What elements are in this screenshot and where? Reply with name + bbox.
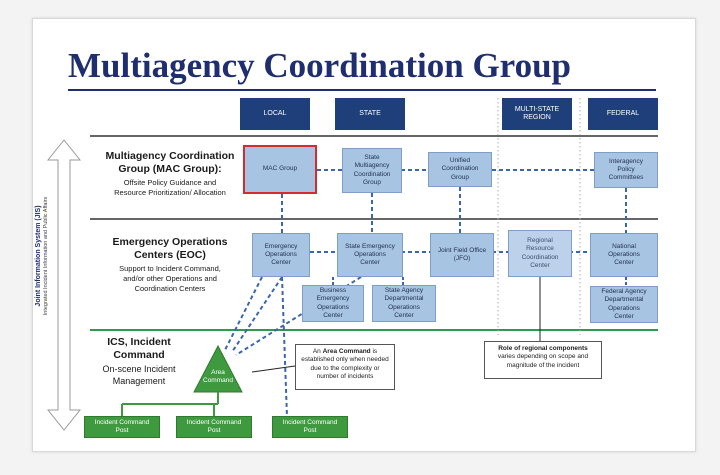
icp-left: Incident Command Post — [84, 416, 160, 438]
area-command-label: Area Command — [203, 369, 233, 384]
node-state-eoc: State Emergency Operations Center — [337, 233, 403, 277]
icp-middle: Incident Command Post — [176, 416, 252, 438]
page-title: Multiagency Coordination Group — [68, 46, 572, 85]
row-label-eoc: Emergency Operations Centers (EOC) Suppo… — [112, 236, 228, 293]
link-eoc-area-1 — [223, 276, 263, 353]
header-local: LOCAL — [240, 98, 310, 130]
icp-right: Incident Command Post — [272, 416, 348, 438]
row-label-ics: ICS, Incident Command On-scene Incident … — [102, 336, 176, 386]
link-eoc-icp — [281, 276, 288, 418]
node-federal-agency-doc: Federal Agency Departmental Operations C… — [590, 286, 658, 323]
jis-side-label: Joint Information System (JIS) Integrate… — [35, 196, 49, 316]
node-business-eoc: Business Emergency Operations Center — [302, 285, 364, 322]
node-local-eoc: Emergency Operations Center — [252, 233, 310, 277]
node-unified-coordination-group: Unified Coordination Group — [428, 152, 492, 187]
area-command-callout: An Area Command is established only when… — [295, 344, 395, 390]
node-interagency-policy-committees: Interagency Policy Committees — [594, 152, 658, 188]
jis-arrow — [46, 139, 82, 431]
node-national-operations-center: National Operations Center — [590, 233, 658, 277]
link-eoc-area-2 — [231, 276, 283, 353]
node-mac-group: MAC Group — [243, 145, 317, 194]
area-callout-link — [251, 365, 296, 373]
header-multi-state-region: MULTI-STATE REGION — [502, 98, 572, 130]
node-joint-field-office: Joint Field Office (JFO) — [430, 233, 494, 277]
node-regional-resource-coordination-center: Regional Resource Coordination Center — [508, 230, 572, 277]
title-underline — [68, 89, 656, 91]
row-label-mac: Multiagency Coordination Group (MAC Grou… — [105, 150, 235, 197]
node-state-mac-group: State Multiagency Coordination Group — [342, 148, 402, 193]
header-state: STATE — [335, 98, 405, 130]
node-state-agency-doc: State Agency Departmental Operations Cen… — [372, 285, 436, 322]
header-federal: FEDERAL — [588, 98, 658, 130]
